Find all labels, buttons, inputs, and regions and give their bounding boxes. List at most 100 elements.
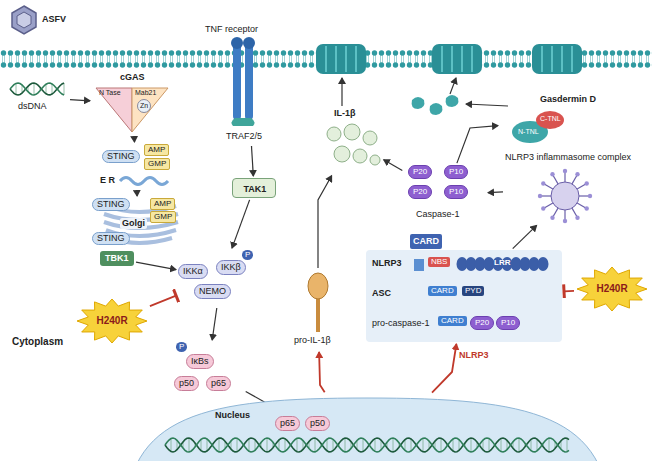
line-shape <box>572 175 577 184</box>
region-label: Cytoplasm <box>12 336 63 347</box>
node-text: N Tase <box>99 89 121 97</box>
node-text: TRAF2/5 <box>226 131 262 142</box>
circle-shape <box>563 169 567 173</box>
adaptor-label: TRAF2/5 <box>226 130 276 144</box>
circle-shape <box>551 182 579 210</box>
activation-arrow <box>252 146 254 176</box>
node-text: PYD <box>462 286 484 296</box>
cytokine-cluster: IL-1β <box>320 108 382 174</box>
sting-er: STINGAMPGMPE R <box>100 144 172 188</box>
gasdermin: Gasdermin DC-TNLN-TNL <box>500 94 612 148</box>
node-text: Caspase-1 <box>416 209 460 220</box>
path-shape <box>412 97 425 109</box>
node-text: IκBs <box>186 354 214 369</box>
line-shape <box>553 175 558 184</box>
ellipse-shape <box>538 257 549 271</box>
ikk-complex: IKKαIKKβPNEMO <box>178 250 264 306</box>
sting-golgi: STINGAMPGMPGolgiSTING <box>92 198 184 248</box>
path-shape <box>165 438 569 452</box>
node-text: H240R <box>597 283 628 295</box>
path-shape <box>165 438 569 452</box>
circle-shape <box>344 124 360 140</box>
ikb-nfkb-complex: PIκBsp50p65 <box>172 342 244 398</box>
node-text: E R <box>100 175 115 186</box>
inhibition-line <box>150 296 176 306</box>
node-text: STING <box>92 232 130 245</box>
line-shape <box>553 208 558 217</box>
nlrp3-components-panel: NLRP3NBSLRRASCCARDPYDpro-caspase-1CARDP2… <box>366 250 562 342</box>
path-shape <box>542 46 572 72</box>
circle-shape <box>585 206 589 210</box>
receptor: TNF receptor <box>205 24 295 126</box>
node-text: IL-1β <box>334 108 356 119</box>
line-shape <box>544 203 553 208</box>
node-text: P <box>242 250 253 260</box>
inhibition-line <box>564 290 574 292</box>
circle-shape <box>575 216 579 220</box>
node-text: TAK1 <box>244 184 267 195</box>
activation-arrow <box>488 191 503 193</box>
inhibitor-star: H240R <box>576 266 648 312</box>
node-text: AMP <box>150 198 175 210</box>
cgas-enzyme: cGASN TaseMab21Zn <box>92 72 172 134</box>
node-text: NLRP3 inflammasome complex <box>505 152 631 163</box>
ellipse-shape <box>243 37 255 49</box>
node-text: Nucleus <box>215 410 250 421</box>
card-domain: CARD <box>410 234 442 249</box>
node-text: P10 <box>444 165 468 179</box>
circle-shape <box>563 219 567 223</box>
activation-arrow <box>134 136 136 142</box>
node-text: P10 <box>496 316 520 330</box>
circle-shape <box>588 194 592 198</box>
node-text: C-TNL <box>540 115 561 123</box>
node-text: NEMO <box>194 284 231 299</box>
circle-shape <box>575 172 579 176</box>
circle-shape <box>327 127 341 141</box>
path-shape <box>132 88 168 132</box>
svg-shape <box>505 152 645 224</box>
node-text: p50 <box>305 416 330 431</box>
path-shape <box>10 83 64 95</box>
svg-shape <box>205 24 295 126</box>
path-shape <box>442 46 472 72</box>
activation-arrow <box>70 100 90 101</box>
nucleus: Nucleus p65p50 <box>125 394 610 461</box>
node-text: GMP <box>150 211 176 223</box>
ellipse-shape <box>231 37 243 49</box>
ellipse-shape <box>308 273 328 299</box>
release-arrow <box>341 78 342 106</box>
circle-shape <box>363 131 377 145</box>
path-shape <box>446 95 459 107</box>
node-text: p50 <box>174 376 199 391</box>
rect-shape <box>316 296 320 332</box>
pore-arrow <box>450 78 456 94</box>
node-text: cGAS <box>120 72 145 83</box>
line-shape <box>579 195 589 196</box>
rect-shape <box>245 44 253 120</box>
node-text: STING <box>92 198 130 211</box>
activation-arrow <box>318 176 332 268</box>
path-shape <box>326 46 356 72</box>
edge-label: NLRP3 <box>458 350 490 360</box>
line-shape <box>572 208 577 217</box>
activation-arrow <box>232 200 250 248</box>
node-text: NBS <box>428 257 450 267</box>
line-shape <box>564 172 565 182</box>
line-shape <box>564 210 565 220</box>
line-shape <box>577 184 586 189</box>
node-text: TBK1 <box>105 253 129 264</box>
circle-shape <box>138 100 151 113</box>
kinase-box: TAK1 <box>232 178 276 198</box>
node-text: Gasdermin D <box>540 94 596 105</box>
virus: ASFV <box>8 4 92 38</box>
circle-shape <box>538 194 542 198</box>
circle-shape <box>585 181 589 185</box>
node-text: Zn <box>140 102 148 110</box>
g-shape <box>327 124 380 165</box>
nfkb-dimer: p65p50 <box>275 416 335 434</box>
activation-arrow <box>384 160 403 171</box>
polygon-shape <box>17 12 31 28</box>
node-text: IKKβ <box>216 260 246 275</box>
